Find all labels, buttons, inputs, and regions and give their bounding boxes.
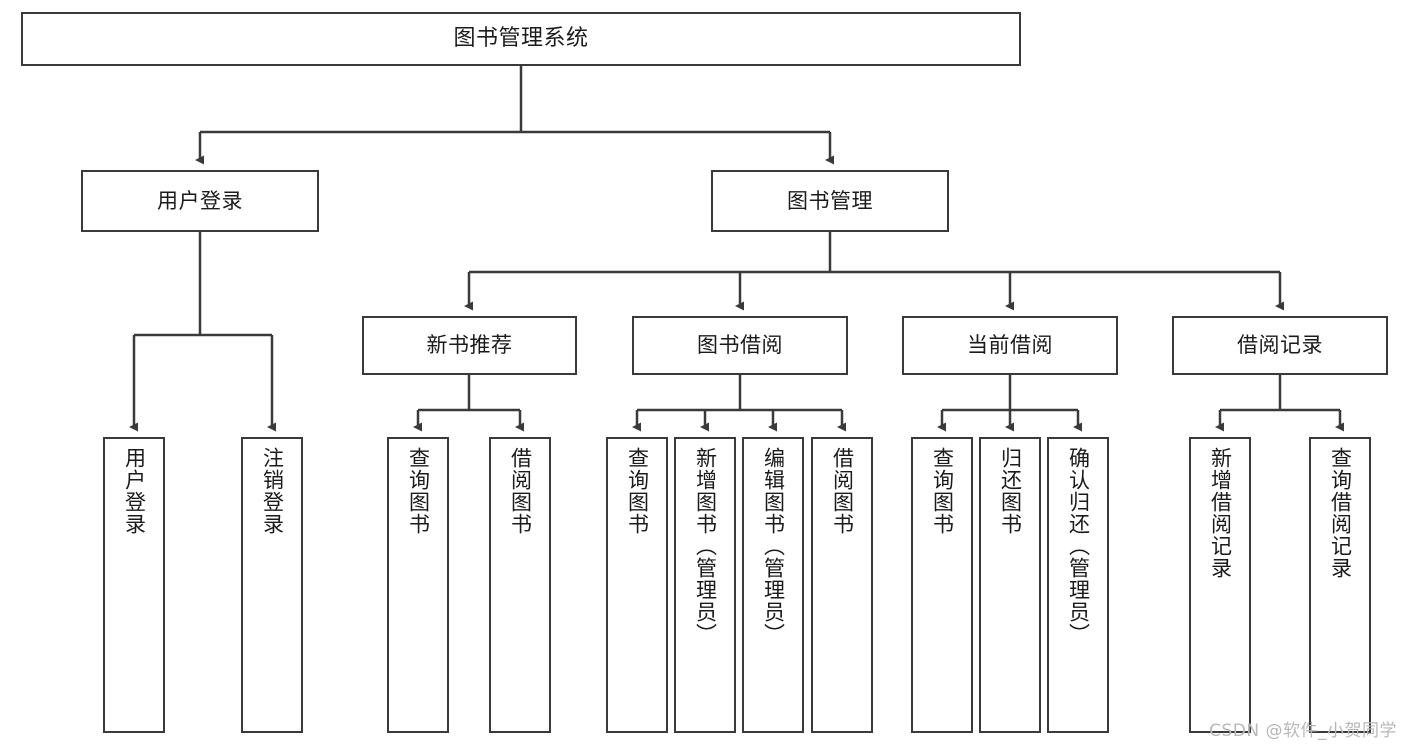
node-user-login[interactable]: 用户登录 [81, 170, 319, 232]
leaf-current-return-book[interactable]: 归还图书 [979, 437, 1041, 733]
node-label: 用户登录 [122, 447, 147, 535]
node-book-management[interactable]: 图书管理 [711, 170, 949, 232]
node-root-system[interactable]: 图书管理系统 [21, 12, 1021, 66]
leaf-record-add-record[interactable]: 新增借阅记录 [1189, 437, 1251, 733]
node-label: 借阅记录 [1237, 333, 1323, 358]
node-label: 当前借阅 [967, 333, 1053, 358]
node-book-borrow[interactable]: 图书借阅 [632, 316, 848, 375]
leaf-borrow-borrow-book[interactable]: 借阅图书 [811, 437, 873, 733]
node-label: 借阅图书 [508, 447, 533, 535]
leaf-current-confirm-return[interactable]: 确认归还（管理员） [1047, 437, 1109, 733]
leaf-borrow-query-book[interactable]: 查询图书 [606, 437, 668, 733]
node-label: 新增图书（管理员） [693, 447, 718, 645]
node-label: 查询图书 [930, 447, 955, 535]
leaf-current-query-book[interactable]: 查询图书 [911, 437, 973, 733]
node-label: 用户登录 [157, 188, 243, 213]
node-label: 图书管理 [787, 188, 873, 213]
watermark: CSDN @软件_小贺同学 [1209, 721, 1397, 741]
leaf-borrow-add-book[interactable]: 新增图书（管理员） [674, 437, 736, 733]
node-label: 确认归还（管理员） [1066, 447, 1091, 645]
node-label: 注销登录 [260, 447, 285, 535]
leaf-user-login-login[interactable]: 用户登录 [103, 437, 165, 733]
leaf-user-login-logout[interactable]: 注销登录 [241, 437, 303, 733]
node-label: 查询借阅记录 [1328, 447, 1353, 579]
node-label: 图书借阅 [697, 333, 783, 358]
leaf-recommend-query-book[interactable]: 查询图书 [387, 437, 449, 733]
leaf-record-query-record[interactable]: 查询借阅记录 [1309, 437, 1371, 733]
node-label: 编辑图书（管理员） [761, 447, 786, 645]
node-label: 归还图书 [998, 447, 1023, 535]
node-label: 新书推荐 [426, 333, 513, 358]
node-label: 新增借阅记录 [1208, 447, 1233, 579]
node-label: 查询图书 [625, 447, 650, 535]
leaf-borrow-edit-book[interactable]: 编辑图书（管理员） [742, 437, 804, 733]
node-new-book-recommend[interactable]: 新书推荐 [362, 316, 577, 375]
node-current-borrow[interactable]: 当前借阅 [902, 316, 1118, 375]
leaf-recommend-borrow-book[interactable]: 借阅图书 [489, 437, 551, 733]
node-borrow-record[interactable]: 借阅记录 [1172, 316, 1388, 375]
node-label: 查询图书 [406, 447, 431, 535]
node-label: 借阅图书 [830, 447, 855, 535]
node-label: 图书管理系统 [453, 26, 589, 52]
